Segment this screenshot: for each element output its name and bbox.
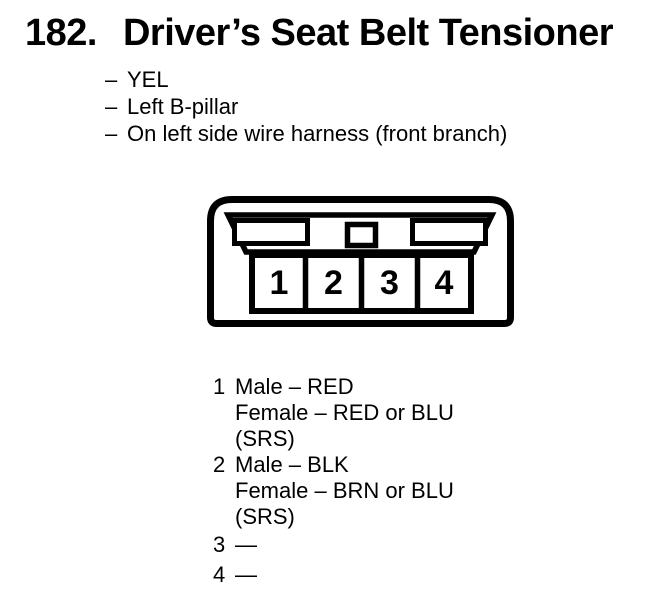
pin-line: (SRS)	[235, 426, 295, 451]
detail-item: – Left B-pillar	[105, 93, 507, 120]
detail-item: – YEL	[105, 66, 507, 93]
pin-description: Male – RED Female – RED or BLU (SRS)	[235, 374, 454, 452]
pin-line: Male – RED	[235, 374, 354, 399]
keyway-slot-right	[410, 218, 488, 246]
pin-line: —	[235, 532, 257, 557]
pin-line: —	[235, 562, 257, 587]
dash-bullet: –	[105, 121, 118, 146]
pin-number: 4	[213, 562, 226, 587]
cavity-number: 2	[324, 264, 343, 302]
dash-bullet: –	[105, 94, 118, 119]
pin-number: 1	[213, 374, 226, 399]
connector-diagram: 1 2 3 4	[207, 196, 514, 327]
pin-entry: 2 Male – BLK Female – BRN or BLU (SRS)	[213, 452, 454, 530]
pin-description: —	[235, 562, 257, 588]
detail-text: YEL	[127, 67, 169, 92]
pin-description: —	[235, 532, 257, 558]
section-number: 182.	[25, 12, 97, 54]
detail-text: Left B-pillar	[127, 94, 239, 119]
pin-number: 2	[213, 452, 226, 477]
pin-entry: 3 —	[213, 532, 454, 558]
pin-list: 1 Male – RED Female – RED or BLU (SRS) 2…	[213, 374, 454, 588]
pin-line: Male – BLK	[235, 452, 349, 477]
pin-entry: 1 Male – RED Female – RED or BLU (SRS)	[213, 374, 454, 452]
pin-entry: 4 —	[213, 562, 454, 588]
keyway-slot-left	[232, 218, 310, 246]
keyway-center-square	[344, 221, 379, 249]
cavity-number: 3	[380, 264, 399, 302]
detail-item: – On left side wire harness (front branc…	[105, 120, 507, 147]
pin-line: (SRS)	[235, 504, 295, 529]
detail-text: On left side wire harness (front branch)	[127, 121, 508, 146]
dash-bullet: –	[105, 67, 118, 92]
pin-number: 3	[213, 532, 226, 557]
pin-line: Female – BRN or BLU	[235, 478, 454, 503]
pin-description: Male – BLK Female – BRN or BLU (SRS)	[235, 452, 454, 530]
pin-line: Female – RED or BLU	[235, 400, 454, 425]
page-title: 182. Driver’s Seat Belt Tensioner	[25, 11, 614, 57]
detail-list: – YEL – Left B-pillar – On left side wir…	[105, 66, 507, 147]
title-text: Driver’s Seat Belt Tensioner	[122, 12, 614, 54]
cavity-number: 1	[270, 264, 289, 302]
connector-housing-outline	[207, 196, 514, 327]
cavity-number: 4	[435, 264, 454, 302]
